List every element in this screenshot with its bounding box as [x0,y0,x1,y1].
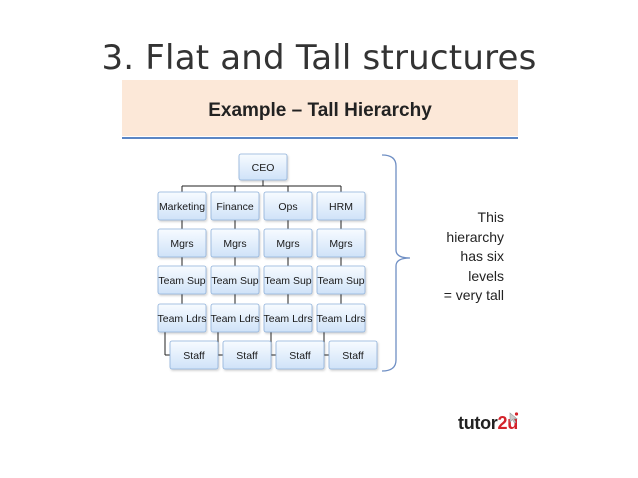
annotation-note: This hierarchy has six levels = very tal… [418,208,504,306]
note-line: levels [468,267,504,284]
node-label: Mgrs [329,238,352,250]
node-box [210,228,260,258]
node-box [263,265,313,295]
node-level-5: Team Ldrs [210,303,260,333]
node-level-2: Ops [263,191,313,221]
note-line: hierarchy [446,228,504,245]
node-label: Mgrs [170,238,193,250]
node-box [238,153,288,181]
node-label: Team Ldrs [210,313,259,325]
node-staff: Staff [328,340,378,370]
node-label: Team Sup [211,275,258,287]
node-label: Ops [278,201,297,213]
levels-brace [381,154,411,372]
node-box [157,303,207,333]
node-box [169,340,219,370]
node-level-3: Mgrs [157,228,207,258]
node-box [263,228,313,258]
node-label: Team Ldrs [316,313,365,325]
node-label: CEO [252,162,275,174]
node-label: Staff [342,350,363,362]
node-level-5: Team Ldrs [157,303,207,333]
node-label: Finance [216,201,254,213]
node-box [275,340,325,370]
node-box [210,265,260,295]
node-box [157,228,207,258]
node-box [263,191,313,221]
note-line: This [477,209,504,225]
node-label: Staff [236,350,257,362]
node-level-4: Team Sup [316,265,366,295]
node-level-3: Mgrs [210,228,260,258]
node-box [316,191,366,221]
node-level-2: Finance [210,191,260,221]
node-label: Team Ldrs [263,313,312,325]
node-level-5: Team Ldrs [263,303,313,333]
node-label: Marketing [159,201,205,213]
node-level-2: Marketing [157,191,207,221]
cursor-spark-icon [509,412,519,424]
node-box [316,303,366,333]
node-level-4: Team Sup [263,265,313,295]
node-box [316,265,366,295]
node-level-2: HRM [316,191,366,221]
node-label: Staff [183,350,204,362]
node-level-3: Mgrs [263,228,313,258]
note-line: has six [460,248,504,264]
node-label: Staff [289,350,310,362]
node-level-5: Team Ldrs [316,303,366,333]
note-line: = very tall [443,287,504,303]
node-box [263,303,313,333]
node-label: Mgrs [223,238,246,250]
node-box [157,191,207,221]
node-label: Team Sup [264,275,311,287]
logo-text-main: tutor [458,413,498,433]
node-level-3: Mgrs [316,228,366,258]
node-box [210,191,260,221]
node-box [210,303,260,333]
slide-title: 3. Flat and Tall structures [101,38,537,78]
node-box [316,228,366,258]
node-label: HRM [329,201,353,213]
node-box [222,340,272,370]
diagram-banner [122,80,518,136]
node-staff: Staff [222,340,272,370]
node-staff: Staff [275,340,325,370]
node-box [157,265,207,295]
node-level-4: Team Sup [157,265,207,295]
node-ceo: CEO [238,153,288,181]
diagram-title: Example – Tall Hierarchy [208,100,432,121]
node-label: Team Sup [317,275,364,287]
node-staff: Staff [169,340,219,370]
node-label: Team Sup [158,275,205,287]
node-label: Mgrs [276,238,299,250]
node-box [328,340,378,370]
node-level-4: Team Sup [210,265,260,295]
node-label: Team Ldrs [157,313,206,325]
banner-rule [122,137,518,139]
